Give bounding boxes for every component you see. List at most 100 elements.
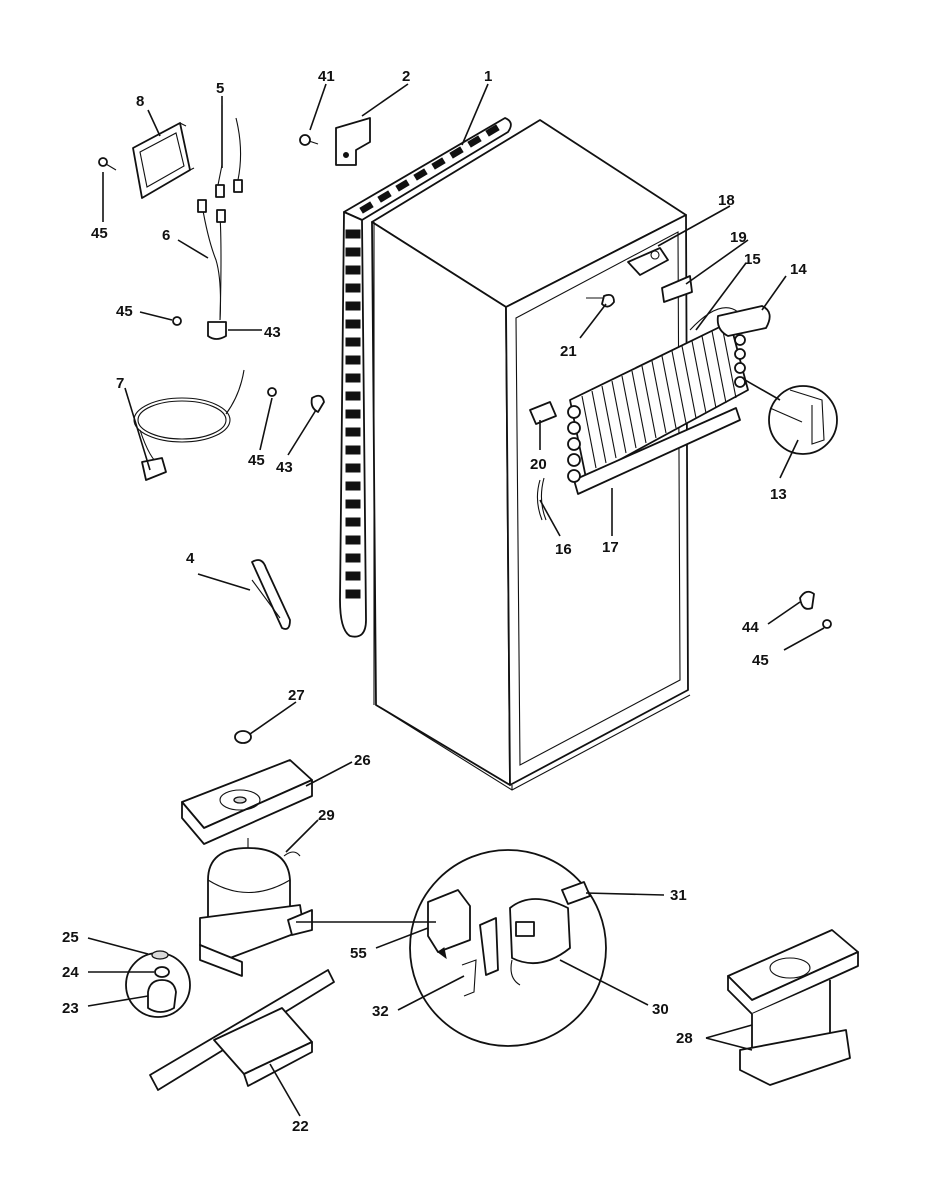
part-4-bracket [251,559,291,630]
condenser-bar [413,168,428,181]
clip-43-b [310,394,325,413]
evaporator-fin [711,330,727,404]
condenser-bar [345,355,361,365]
evaporator-fin [601,385,617,459]
power-cord-part-7 [133,369,245,481]
control-box-part-8 [132,122,195,199]
condenser-bar [345,301,361,311]
screw-45-d [822,619,832,629]
callout-45: 45 [91,225,108,242]
callout-22: 22 [292,1118,309,1135]
condenser-bar [345,445,361,455]
evaporator-fin [661,355,677,429]
evaporator-fin [611,380,627,454]
callout-24: 24 [62,964,79,981]
evaporator-tube-end [567,437,581,451]
callout-30: 30 [652,1001,669,1018]
bracket-part-18 [627,247,669,276]
callout-31: 31 [670,887,687,904]
condenser-bar [395,179,410,192]
compressor-part-29 [199,838,313,977]
callout-13: 13 [770,486,787,503]
condenser-bar [345,463,361,473]
callout-29: 29 [318,807,335,824]
screw-45-c [267,387,277,397]
callout-8: 8 [136,93,144,110]
evaporator-fin [581,395,597,469]
callout-19: 19 [730,229,747,246]
callout-28: 28 [676,1030,693,1047]
condenser-bar [377,190,392,203]
callout-45: 45 [116,303,133,320]
condenser-bar [345,409,361,419]
condenser-bar [345,229,361,239]
leader-lines [87,83,825,1117]
evaporator-fin [631,370,647,444]
evaporator-tube-end [734,362,746,374]
condenser-bar [345,589,361,599]
relay-part-30 [509,898,571,986]
condenser-bar [345,499,361,509]
evaporator-tube-end [567,453,581,467]
condenser-bar [359,201,374,214]
part-44-clip [799,590,815,610]
condenser-bar [345,535,361,545]
condenser-bar [345,319,361,329]
callout-26: 26 [354,752,371,769]
callout-32: 32 [372,1003,389,1020]
clip-part-19 [661,275,693,303]
bracket-part-2 [335,117,371,166]
callout-45: 45 [752,652,769,669]
condenser-bar [485,124,500,137]
evaporator-fin [641,365,657,439]
condenser-coil [339,117,512,638]
condenser-bar [467,135,482,148]
condenser-bar [345,427,361,437]
evaporator-fin [651,360,667,434]
cover-part-31 [561,881,591,905]
evaporator-fin [621,375,637,449]
callout-41: 41 [318,68,335,85]
callout-23: 23 [62,1000,79,1017]
callout-14: 14 [790,261,807,278]
screw-45-b [172,316,182,326]
clip-part-32 [461,917,499,997]
condenser-bar [345,571,361,581]
evaporator-part-17 [567,320,749,495]
callout-16: 16 [555,541,572,558]
callout-17: 17 [602,539,619,556]
condenser-bar [345,265,361,275]
compressor-assembly-part-28 [727,929,859,1086]
evaporator-tube-end [734,376,746,388]
condenser-bar [345,283,361,293]
part-20-clip [529,401,557,425]
wiring-harness-part-5-6 [197,105,243,340]
part-27-grommet [234,730,252,744]
callout-45: 45 [248,452,265,469]
evaporator-tube-end [734,348,746,360]
callout-27: 27 [288,687,305,704]
detail-circle-13 [744,379,838,455]
callout-21: 21 [560,343,577,360]
part-16-heater [536,477,547,521]
cabinet-part-1 [371,119,691,791]
evaporator-fin [671,350,687,424]
evaporator-tube-end [567,405,581,419]
condenser-bar [431,157,446,170]
condenser-bar [345,553,361,563]
condenser-bar [345,391,361,401]
tube-part-15 [689,307,739,331]
drip-pan-part-26 [181,759,313,845]
callout-43: 43 [264,324,281,341]
screw-41 [299,134,319,146]
relay-detail-circle [409,849,607,1047]
callout-4: 4 [186,550,195,567]
condenser-bar [449,146,464,159]
evaporator-fin [691,340,707,414]
callout-55: 55 [350,945,367,962]
evaporator-tube-end [567,469,581,483]
evaporator-fin [701,335,717,409]
evaporator-tube-end [734,334,746,346]
callout-43: 43 [276,459,293,476]
